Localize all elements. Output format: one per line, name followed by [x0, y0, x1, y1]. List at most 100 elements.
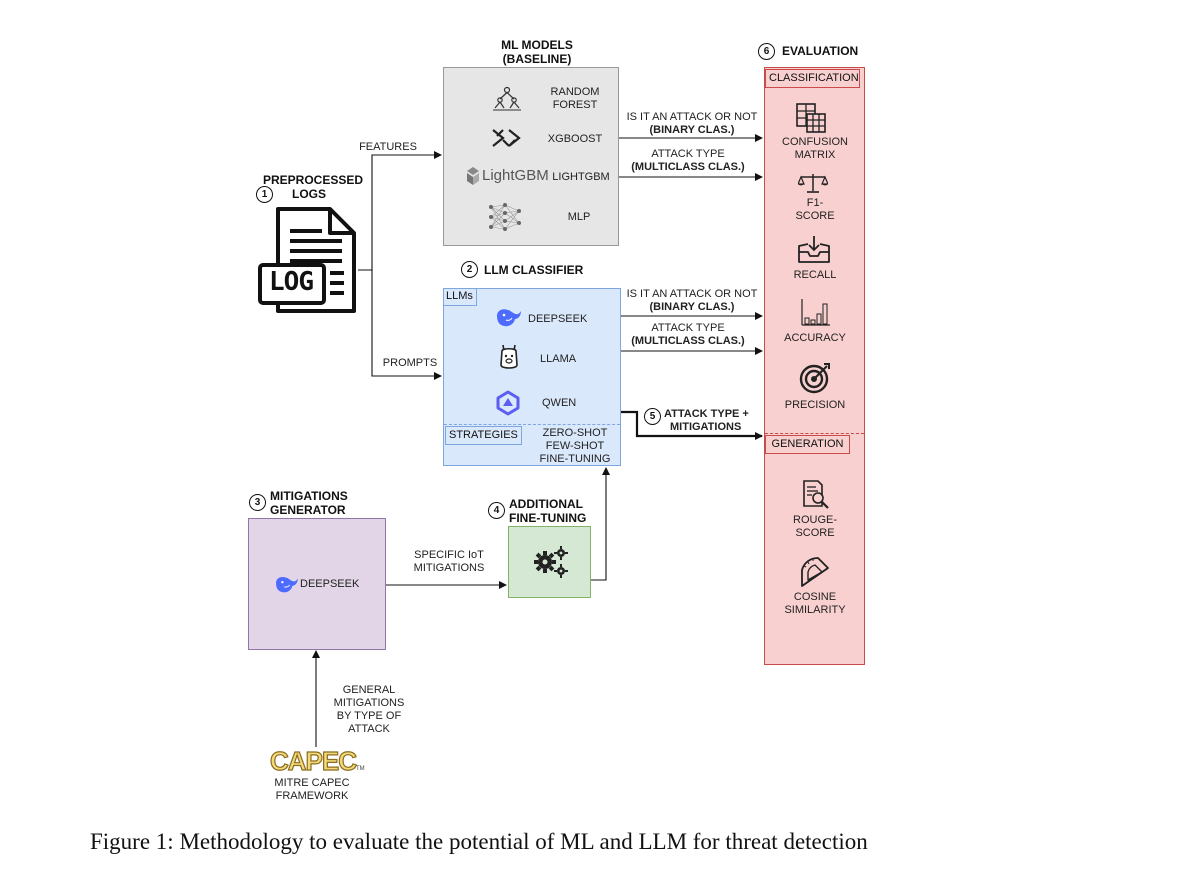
- general-line2: MITIGATIONS: [333, 697, 405, 709]
- tune-title-line1: ADDITIONAL: [509, 497, 583, 511]
- llm-multi-label: ATTACK TYPE (MULTICLASS CLAS.): [618, 322, 758, 348]
- prompts-label: PROMPTS: [382, 357, 438, 369]
- generation-edge-label: ATTACK TYPE + MITIGATIONS: [664, 408, 760, 434]
- strategy-zero-shot: ZERO-SHOT: [542, 427, 608, 439]
- features-label: FEATURES: [359, 141, 417, 153]
- ml-multi-line2: (MULTICLASS CLAS.): [631, 161, 745, 173]
- mitigations-generator-box: [248, 518, 386, 650]
- llms-tag: LLMs: [443, 288, 477, 306]
- general-mitigations-label: GENERAL MITIGATIONS BY TYPE OF ATTACK: [326, 684, 412, 736]
- ml-item-mlp: MLP: [567, 211, 591, 223]
- mitigations-generator-title: MITIGATIONS GENERATOR: [270, 489, 380, 517]
- ml-item-xgboost: XGBOOST: [547, 133, 603, 145]
- strategy-few-shot: FEW-SHOT: [545, 440, 605, 452]
- xgboost-icon: [491, 128, 521, 148]
- deepseek-whale-icon: [494, 306, 522, 328]
- specific-line2: MITIGATIONS: [413, 562, 485, 574]
- fine-tuning-box: [508, 526, 591, 598]
- metric-accuracy: ACCURACY: [784, 332, 846, 344]
- balance-scale-icon: [797, 172, 829, 194]
- tree-icon: [492, 86, 522, 112]
- capec-tm: TM: [356, 766, 365, 772]
- step-number-4: 4: [488, 502, 505, 519]
- neural-network-icon: [487, 202, 523, 232]
- strategies-list: ZERO-SHOT FEW-SHOT FINE-TUNING: [530, 427, 620, 466]
- logs-title-line1: PREPROCESSED: [262, 173, 364, 187]
- llama-icon: [498, 343, 520, 371]
- edge-features: [358, 151, 442, 271]
- confusion-matrix-icon: [796, 103, 826, 133]
- bar-chart-icon: [801, 298, 831, 326]
- log-icon-text: LOG: [269, 267, 314, 297]
- llm-model-deepseek: DEEPSEEK: [528, 313, 588, 325]
- ml-models-title-line1: ML MODELS: [501, 38, 573, 52]
- metric-cosine-similarity: COSINE SIMILARITY: [770, 591, 860, 617]
- document-search-icon: [802, 479, 830, 509]
- llm-model-qwen: QWEN: [542, 397, 577, 409]
- evaluation-title: EVALUATION: [782, 44, 859, 58]
- step-number-6: 6: [758, 43, 775, 60]
- mitig-title-line2: GENERATOR: [270, 503, 346, 517]
- ml-item-random-forest: RANDOM FOREST: [540, 86, 610, 112]
- metric-recall: RECALL: [793, 269, 837, 281]
- capec-line2: FRAMEWORK: [275, 790, 349, 802]
- metric-0-line1: CONFUSION: [782, 136, 848, 148]
- ml-item-0-line1: RANDOM: [550, 86, 600, 98]
- metric-rouge-score: ROUGE- SCORE: [770, 514, 860, 540]
- metric-confusion-matrix: CONFUSION MATRIX: [770, 136, 860, 162]
- ml-models-title-line2: (BASELINE): [502, 52, 572, 66]
- capec-logo: CAPEC: [269, 746, 357, 776]
- protractor-icon: [798, 556, 832, 590]
- capec-label: MITRE CAPEC FRAMEWORK: [262, 777, 362, 803]
- generation-divider: [765, 433, 864, 434]
- ml-multi-line1: ATTACK TYPE: [651, 148, 725, 160]
- metric-precision: PRECISION: [784, 399, 846, 411]
- metric-1-line2: SCORE: [795, 210, 835, 222]
- general-line3: BY TYPE OF: [336, 710, 402, 722]
- ml-models-title: ML MODELS (BASELINE): [474, 38, 600, 66]
- inbox-download-icon: [797, 234, 831, 264]
- logs-title-line2: LOGS: [292, 187, 327, 201]
- edge-finetune: [591, 467, 610, 581]
- gen-metric-0-line1: ROUGE-: [793, 514, 837, 526]
- specific-mitigations-label: SPECIFIC IoT MITIGATIONS: [396, 549, 502, 575]
- ml-binary-label: IS IT AN ATTACK OR NOT (BINARY CLAS.): [622, 111, 762, 137]
- llm-multi-line1: ATTACK TYPE: [651, 322, 725, 334]
- log-file-icon: [258, 207, 358, 313]
- metric-0-line2: MATRIX: [794, 149, 836, 161]
- llm-model-llama: LLAMA: [540, 353, 577, 365]
- gen-line2: MITIGATIONS: [670, 421, 742, 433]
- capec-line1: MITRE CAPEC: [274, 777, 350, 789]
- ml-multi-label: ATTACK TYPE (MULTICLASS CLAS.): [618, 148, 758, 174]
- step-number-2: 2: [461, 261, 478, 278]
- llm-binary-line2: (BINARY CLAS.): [649, 301, 735, 313]
- ml-models-box: [443, 67, 619, 246]
- general-line4: ATTACK: [348, 723, 390, 735]
- llm-binary-label: IS IT AN ATTACK OR NOT (BINARY CLAS.): [622, 288, 762, 314]
- llm-classifier-box: [443, 288, 621, 466]
- gen-line1: ATTACK TYPE +: [664, 408, 749, 420]
- target-icon: [799, 362, 831, 394]
- llm-classifier-title: LLM CLASSIFIER: [484, 263, 584, 277]
- gen-metric-0-line2: SCORE: [795, 527, 835, 539]
- specific-line1: SPECIFIC IoT: [414, 549, 484, 561]
- metric-f1-score: F1- SCORE: [770, 197, 860, 223]
- gears-icon: [533, 546, 569, 578]
- figure-caption: Figure 1: Methodology to evaluate the po…: [90, 829, 868, 854]
- ml-binary-line2: (BINARY CLAS.): [649, 124, 735, 136]
- llm-multi-line2: (MULTICLASS CLAS.): [631, 335, 745, 347]
- strategies-divider: [444, 424, 620, 425]
- strategies-tag: STRATEGIES: [445, 426, 522, 445]
- gen-metric-1-line2: SIMILARITY: [784, 604, 846, 616]
- gen-metric-1-line1: COSINE: [793, 591, 837, 603]
- qwen-icon: [495, 390, 521, 416]
- tune-title-line2: FINE-TUNING: [509, 511, 587, 525]
- metric-1-line1: F1-: [806, 197, 824, 209]
- lightgbm-logo-text: LightGBM: [482, 167, 549, 184]
- step-number-3: 3: [249, 494, 266, 511]
- edge-generation: [621, 410, 763, 440]
- step-number-5: 5: [644, 408, 661, 425]
- step-number-1: 1: [256, 186, 273, 203]
- general-line1: GENERAL: [342, 684, 396, 696]
